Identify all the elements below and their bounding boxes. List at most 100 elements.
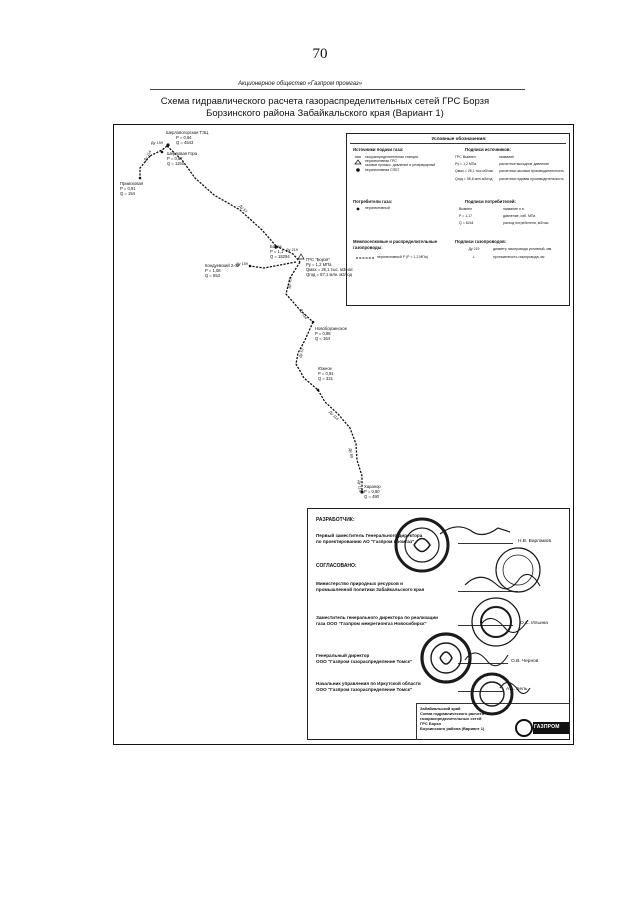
segment-label: Ду 159 bbox=[236, 262, 248, 266]
legend-item: перспективная СПБТ bbox=[365, 167, 400, 172]
node-pressure: P = 1,1 bbox=[270, 249, 284, 254]
sign-key: Ду 219 bbox=[468, 247, 480, 251]
sign-key: ГРС Вымпел bbox=[455, 155, 476, 159]
general-director-name: О.В. Чернов bbox=[511, 659, 539, 664]
node-prisk-marker bbox=[138, 176, 142, 180]
segment-label: Ду 219 bbox=[286, 248, 298, 252]
node-yuzhny-marker bbox=[316, 388, 320, 392]
legend-item: газораспределительная станция bbox=[365, 155, 418, 159]
legend-pipe-signs-heading: Подписи газопроводов: bbox=[455, 239, 507, 244]
node-name: Борзя bbox=[270, 244, 282, 249]
organization-header: Акционерное общество «Газпром промгаз» bbox=[237, 81, 363, 87]
sign-key: Вымпел bbox=[459, 207, 473, 211]
gazprom-logo-text: ГАЗПРОМ bbox=[534, 724, 560, 730]
grs-source-icon bbox=[297, 253, 305, 260]
pipe-dashed-line-icon bbox=[356, 257, 374, 259]
node-name: Кондуевский 2-ой bbox=[205, 263, 240, 268]
title-block-rule bbox=[416, 703, 570, 704]
sign-key: Qмах = 26,1 тыс.м3/час bbox=[455, 169, 494, 174]
node-pressure: P = 0,91 bbox=[318, 371, 334, 376]
ministry-name: Министерство природных ресурсов и промыш… bbox=[316, 581, 425, 592]
legend-source-signs-heading: Подписи источников: bbox=[465, 147, 511, 152]
node-pressure: P = 0,91 bbox=[120, 186, 136, 191]
legend-source-icons bbox=[354, 156, 362, 172]
node-novob-marker bbox=[311, 320, 315, 324]
node-kondu-marker bbox=[248, 264, 252, 268]
agreed-label: СОГЛАСОВАНО: bbox=[316, 563, 357, 569]
page-number: 70 bbox=[312, 46, 328, 62]
sign-key: P = 1,17 bbox=[459, 214, 473, 219]
node-pressure: P = 0,87 bbox=[167, 156, 183, 161]
consumer-dot-icon bbox=[356, 207, 360, 211]
node-name: Шерловогорская ТЭЦ bbox=[166, 130, 209, 135]
legend-sign-row: ГРС Вымпел название bbox=[455, 155, 567, 159]
node-pressure: Pу = 1,2 МПа bbox=[306, 262, 332, 267]
title-line-1: Схема гидравлического расчета газораспре… bbox=[160, 96, 490, 107]
department-head-name: А.А. Бель bbox=[506, 687, 528, 692]
legend-sources-heading: Источники подачи газа: bbox=[353, 147, 404, 152]
sign-desc: название bbox=[499, 155, 515, 159]
signature-line bbox=[458, 625, 513, 626]
legend-item: перспективный bbox=[365, 206, 390, 210]
legend-sign-row: P = 1,17 давление, изб. МПа bbox=[459, 214, 567, 218]
general-director-role: Генеральный директор ООО "Газпром газора… bbox=[316, 653, 413, 664]
legend-title: Условные обозначения: bbox=[431, 136, 487, 141]
node-pressure: P = 0,94 bbox=[176, 135, 192, 140]
node-name: ГРС "Борзя" bbox=[306, 257, 330, 262]
node-pressure: P = 0,98 bbox=[315, 331, 331, 336]
document-title: Схема гидравлического расчета газораспре… bbox=[120, 96, 530, 120]
header-rule bbox=[150, 89, 525, 90]
developer-name: Н.В. Варламов bbox=[518, 539, 552, 544]
department-head-role: Начальник управления по Иркутской област… bbox=[316, 681, 421, 692]
node-name: Приисковая bbox=[120, 181, 144, 186]
signature-line bbox=[458, 663, 508, 664]
segment-label: Ду 159 bbox=[151, 141, 163, 145]
pipe-south-2 bbox=[295, 321, 319, 391]
node-tets-marker bbox=[166, 143, 170, 147]
sign-desc: протяженность газопровода, км bbox=[493, 255, 545, 260]
pipe-south-3 bbox=[317, 389, 363, 492]
sign-desc: давление, изб. МПа bbox=[503, 214, 536, 219]
developer-label: РАЗРАБОТЧИК: bbox=[316, 517, 355, 523]
node-flow: Q = 15294 bbox=[270, 254, 290, 259]
deputy-role: Заместитель генерального директора по ре… bbox=[316, 615, 438, 626]
node-sherl-marker bbox=[160, 150, 164, 154]
title-block-divider bbox=[416, 703, 417, 740]
legend-consumer-signs-heading: Подписи потребителей: bbox=[465, 199, 516, 204]
sign-key: L bbox=[473, 255, 475, 260]
sign-key: Qгод = 55,6 млн.м3/год bbox=[455, 176, 493, 181]
node-flow: Q = 164 bbox=[315, 336, 331, 341]
node-flow: Q = 490 bbox=[364, 494, 380, 499]
legend-item: перспективная ГРС bbox=[365, 159, 397, 164]
sign-key: Pу = 1,2 МПа bbox=[455, 162, 477, 167]
node-name: Харанор bbox=[364, 484, 381, 489]
signature-line bbox=[458, 691, 503, 692]
node-kharan-marker bbox=[360, 490, 364, 494]
node-flow: Q = 154 bbox=[120, 191, 136, 196]
approval-panel: РАЗРАБОТЧИК: Первый заместитель Генераль… bbox=[307, 508, 570, 740]
signature-line bbox=[458, 543, 513, 544]
node-flow: Q = 553 bbox=[205, 273, 221, 278]
legend-pipes-heading: Межпоселковые и распределительные газопр… bbox=[353, 239, 438, 250]
node-flow: Q = 4543 bbox=[176, 140, 194, 145]
deputy-name: О.С. Ильина bbox=[520, 621, 548, 626]
node-name: Южное bbox=[318, 366, 333, 371]
pipe-grs-south-1 bbox=[285, 261, 314, 323]
pipe-sherl-spur bbox=[149, 145, 168, 157]
sign-desc: расход потребителя, м3/час bbox=[503, 221, 549, 226]
